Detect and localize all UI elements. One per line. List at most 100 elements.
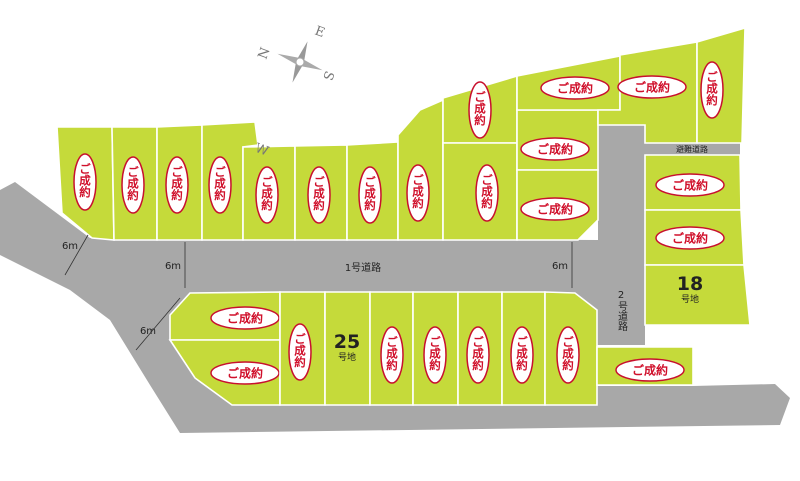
dimension-label: 6m: [140, 326, 156, 337]
lot[interactable]: ご成約: [412, 291, 459, 406]
sold-badge-text: ご成約: [385, 335, 399, 371]
lot[interactable]: ご成約: [56, 126, 115, 241]
compass-rose: N E S W: [252, 24, 336, 160]
dimension-line: [135, 297, 181, 351]
lot[interactable]: ご成約: [596, 346, 694, 386]
sold-badge: [380, 326, 404, 384]
sold-badge-text: ご成約: [705, 70, 719, 106]
lot[interactable]: ご成約: [501, 291, 546, 406]
road2-label: 2号道路: [616, 290, 628, 332]
evacuation-road: [643, 143, 740, 155]
sold-badge-text: ご成約: [227, 366, 263, 381]
lot[interactable]: ご成約: [168, 339, 281, 406]
lot[interactable]: ご成約: [346, 141, 399, 241]
evacuation-road-label: 避難道路: [676, 144, 708, 154]
sold-badge: [121, 156, 145, 214]
sold-badge-text: ご成約: [312, 175, 326, 211]
road1-label: 1号道路: [345, 261, 381, 274]
lot-number: 18: [677, 273, 703, 295]
sold-badge: [255, 166, 279, 224]
dimension-label: 6m: [552, 261, 568, 272]
lot[interactable]: ご成約: [544, 291, 598, 406]
sold-badge: [210, 361, 280, 385]
sold-badge: [468, 81, 492, 139]
dimension-label: 6m: [62, 241, 78, 252]
sold-badge-text: ご成約: [473, 90, 487, 126]
sold-badge: [406, 164, 430, 222]
sold-badge: [210, 306, 280, 330]
compass-south: S: [319, 69, 336, 82]
sold-badge: [423, 326, 447, 384]
lot[interactable]: ご成約: [242, 145, 296, 241]
lot[interactable]: ご成約: [442, 142, 518, 241]
sold-badge: [208, 156, 232, 214]
sold-badge: [700, 61, 724, 119]
sold-badge: [520, 197, 590, 221]
sold-badge-text: ご成約: [537, 202, 573, 217]
lot[interactable]: ご成約: [111, 126, 158, 241]
sold-badge: [307, 166, 331, 224]
lot[interactable]: ご成約: [516, 109, 599, 171]
sold-badge-text: ご成約: [293, 332, 307, 368]
sold-badge-text: ご成約: [428, 335, 442, 371]
sold-badge: [165, 156, 189, 214]
labels: 1号道路 2号道路 避難道路 6m 6m 6m 6m: [62, 144, 708, 351]
lot[interactable]: ご成約: [397, 98, 444, 241]
lot-parcel[interactable]: [644, 264, 751, 326]
sold-badge-text: ご成約: [557, 81, 593, 96]
lot[interactable]: ご成約: [696, 26, 746, 144]
sold-badge-text: ご成約: [634, 80, 670, 95]
sold-badge-text: ご成約: [672, 178, 708, 193]
sold-badge-text: ご成約: [170, 165, 184, 201]
sold-badge-text: ご成約: [537, 142, 573, 157]
dimension-label: 6m: [165, 261, 181, 272]
lot-number-suffix: 号地: [681, 293, 699, 305]
sold-badge-text: ご成約: [672, 231, 708, 246]
sold-badge-text: ご成約: [126, 165, 140, 201]
lot[interactable]: ご成約: [644, 209, 745, 266]
compass-east: E: [313, 24, 327, 41]
compass-north: N: [256, 46, 274, 62]
sold-badge-text: ご成約: [78, 162, 92, 198]
lot[interactable]: ご成約: [516, 169, 599, 241]
lot[interactable]: ご成約: [279, 291, 326, 406]
sold-badge: [358, 166, 382, 224]
sold-badge: [73, 153, 97, 211]
sold-badge: [466, 326, 490, 384]
sold-badge-text: ご成約: [632, 363, 668, 378]
sold-badge-text: ご成約: [213, 165, 227, 201]
sold-badge: [540, 76, 610, 100]
lot[interactable]: ご成約: [156, 124, 203, 241]
lot[interactable]: ご成約: [294, 144, 348, 241]
sold-badge: [288, 323, 312, 381]
sold-badge: [510, 326, 534, 384]
lot[interactable]: ご成約: [169, 291, 281, 341]
lot-number-suffix: 号地: [338, 351, 356, 363]
sold-badge-text: ご成約: [515, 335, 529, 371]
lots: ご成約ご成約ご成約ご成約ご成約ご成約ご成約ご成約ご成約ご成約ご成約ご成約ご成約ご…: [56, 26, 751, 406]
sold-badge: [520, 137, 590, 161]
sold-badge-text: ご成約: [480, 173, 494, 209]
lot[interactable]: ご成約: [442, 74, 518, 144]
lot[interactable]: ご成約: [369, 291, 414, 406]
lot-number: 25: [334, 331, 360, 353]
sold-badge: [556, 326, 580, 384]
sold-badge: [655, 226, 725, 250]
sold-badge: [615, 358, 685, 382]
lot[interactable]: ご成約: [597, 41, 698, 144]
lot[interactable]: ご成約: [457, 291, 503, 406]
sold-badge-text: ご成約: [411, 173, 425, 209]
sold-badge-text: ご成約: [363, 175, 377, 211]
sold-badge-text: ご成約: [471, 335, 485, 371]
dimension-line: [64, 234, 89, 276]
sold-badge: [617, 75, 687, 99]
sold-badge-text: ご成約: [260, 175, 274, 211]
lot[interactable]: ご成約: [644, 154, 742, 211]
sold-badge-text: ご成約: [561, 335, 575, 371]
sold-badge-text: ご成約: [227, 311, 263, 326]
compass-west: W: [252, 141, 270, 160]
lot[interactable]: ご成約: [516, 55, 621, 111]
